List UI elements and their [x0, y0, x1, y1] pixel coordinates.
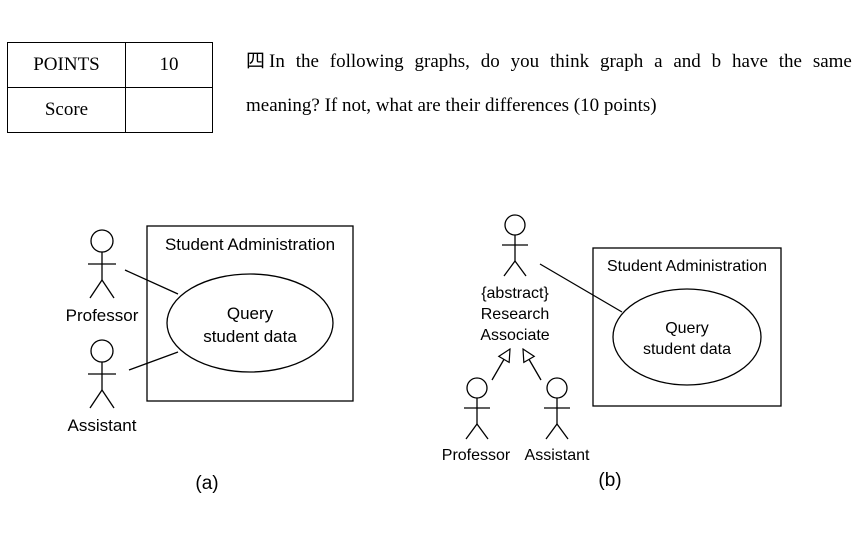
question-word: the	[295, 51, 319, 72]
actor-assistant-a-label: Assistant	[68, 416, 137, 435]
actor-assistant-b-label: Assistant	[525, 447, 590, 464]
system-boundary-a	[146, 225, 354, 402]
actor-professor-a	[88, 229, 116, 299]
question-word: you	[510, 51, 540, 72]
question-word: a	[654, 51, 663, 72]
caption-b: (b)	[598, 470, 621, 491]
use-case-ellipse-a	[166, 273, 334, 373]
points-row: POINTS 10	[7, 42, 213, 88]
actor-assistant-b	[544, 377, 570, 440]
question-word: same	[812, 51, 852, 72]
score-row: Score	[7, 87, 213, 133]
score-value[interactable]	[125, 87, 213, 133]
actor-professor-b	[464, 377, 490, 440]
diagram-b: Student Administration Query student dat…	[442, 214, 782, 491]
question-word: b	[711, 51, 722, 72]
question-word: graph	[599, 51, 644, 72]
abstract-actor-name-line2: Associate	[480, 327, 549, 344]
system-boundary-b	[592, 247, 782, 407]
association-research-associate-b	[539, 263, 623, 313]
use-case-b-line2: student data	[643, 341, 731, 358]
question-word: following	[329, 51, 404, 72]
question-word: have	[732, 51, 768, 72]
question-number: 四	[246, 51, 266, 72]
question-line-2: meaning? If not, what are their differen…	[246, 95, 657, 116]
abstract-actor-name-line1: Research	[481, 306, 549, 323]
points-label: POINTS	[7, 42, 126, 88]
use-case-a-line2: student data	[203, 327, 297, 346]
actor-research-associate-b	[502, 214, 528, 277]
caption-a: (a)	[195, 473, 218, 494]
score-label: Score	[7, 87, 126, 133]
question-word: do	[480, 51, 500, 72]
actor-professor-a-label: Professor	[66, 306, 139, 325]
question-word: think	[550, 51, 590, 72]
generalization-assistant-b	[523, 349, 542, 381]
association-professor-a	[124, 269, 179, 295]
actor-professor-b-label: Professor	[442, 447, 511, 464]
score-table: POINTS 10 Score	[7, 42, 213, 133]
use-case-a-line1: Query	[227, 304, 274, 323]
system-name-a: Student Administration	[165, 235, 335, 254]
actor-assistant-a	[88, 339, 116, 409]
use-case-ellipse-b	[612, 288, 762, 386]
abstract-actor-stereotype: {abstract}	[481, 285, 549, 302]
question-word: graphs,	[414, 51, 470, 72]
generalization-professor-b	[491, 349, 510, 381]
diagram-a: Student Administration Query student dat…	[66, 225, 354, 494]
association-assistant-a	[128, 351, 179, 371]
use-case-b-line1: Query	[665, 320, 709, 337]
question-word: and	[673, 51, 701, 72]
points-value: 10	[125, 42, 213, 88]
system-name-b: Student Administration	[607, 258, 767, 275]
question-word: the	[778, 51, 802, 72]
question-word: In	[269, 51, 285, 72]
